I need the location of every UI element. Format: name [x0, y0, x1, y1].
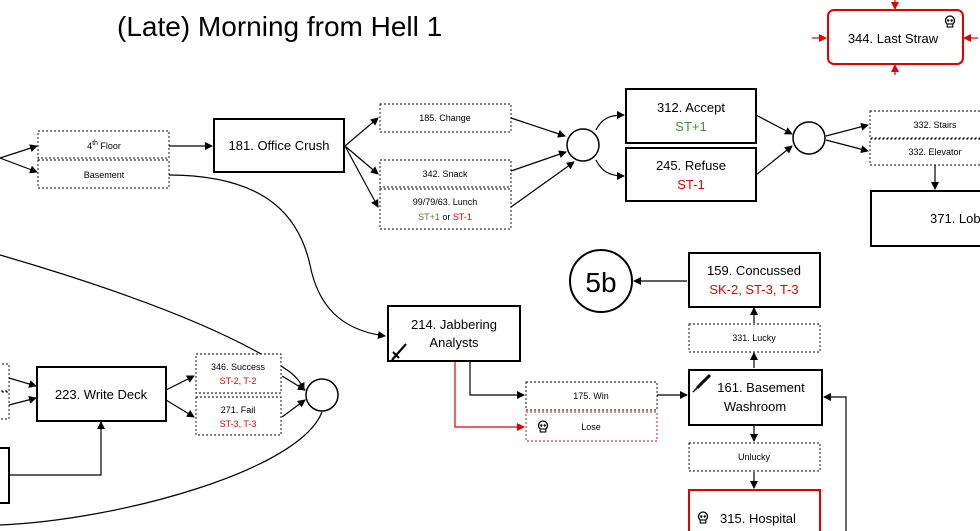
lucky-label: 331. Lucky	[732, 333, 776, 343]
edge-junction2-to-stairs	[825, 122, 869, 137]
junction-node	[305, 378, 339, 412]
edge-junction-to-accept	[595, 111, 625, 131]
elevator-label: 332. Elevator	[908, 147, 961, 157]
success-stat: ST-2, T-2	[220, 376, 257, 386]
accept-stat: ST+1	[675, 119, 706, 134]
concussed-stat: SK-2, ST-3, T-3	[709, 282, 798, 297]
basement-label: Basement	[84, 170, 125, 180]
lobby-label: 371. Lobby	[930, 211, 980, 226]
office-crush-label: 181. Office Crush	[229, 138, 330, 153]
edge-bottom-to-write-deck	[9, 421, 105, 476]
jabbering-label-line2: Analysts	[429, 335, 479, 350]
edge-office-to-change	[344, 117, 379, 147]
node-basement-washroom[interactable]: 161. Basement Washroom	[688, 369, 823, 426]
node-4th-floor[interactable]: 4th Floor	[37, 130, 170, 159]
junction-node	[792, 121, 826, 155]
node-unlucky[interactable]: Unlucky	[688, 442, 821, 472]
node-fail[interactable]: 271. Fail ST-3, T-3	[195, 396, 282, 436]
edge-left-to-write-deck-b	[8, 395, 37, 406]
4th-floor-label: 4th Floor	[87, 140, 121, 151]
node-office-crush[interactable]: 181. Office Crush	[213, 118, 345, 173]
washroom-label-line2: Washroom	[724, 399, 786, 414]
fail-label: 271. Fail	[221, 405, 256, 415]
partial-box-left-bottom	[0, 447, 10, 504]
refuse-label: 245. Refuse	[656, 158, 726, 173]
node-jabbering-analysts[interactable]: 214. Jabbering Analysts	[387, 305, 521, 362]
win-label: 175. Win	[573, 391, 609, 401]
partial-box-left	[0, 363, 10, 392]
skull-icon	[944, 15, 956, 28]
node-refuse[interactable]: 245. Refuse ST-1	[625, 147, 757, 202]
change-label: 185. Change	[419, 113, 471, 123]
pen-icon	[692, 373, 712, 393]
edge-write-deck-to-success	[165, 375, 195, 391]
node-hospital[interactable]: 315. Hospital	[688, 489, 821, 531]
node-change[interactable]: 185. Change	[379, 103, 512, 133]
partial-box-left	[0, 391, 10, 420]
node-snack[interactable]: 342. Snack	[379, 159, 512, 188]
edge-office-to-lunch	[344, 145, 379, 208]
edge-fail-to-junction3	[281, 399, 306, 418]
unlucky-label: Unlucky	[738, 452, 771, 462]
write-deck-label: 223. Write Deck	[55, 387, 148, 402]
node-lose[interactable]: Lose	[525, 411, 658, 442]
skull-icon	[697, 511, 709, 524]
lose-label: Lose	[581, 422, 601, 432]
edge-write-deck-to-fail	[165, 399, 195, 418]
edge-left-to-4th-floor	[0, 144, 38, 159]
lunch-label: 99/79/63. Lunch	[413, 197, 478, 207]
node-stairs[interactable]: 332. Stairs	[869, 110, 980, 139]
success-label: 346. Success	[211, 362, 266, 372]
node-success[interactable]: 346. Success ST-2, T-2	[195, 353, 282, 394]
stairs-label: 332. Stairs	[913, 120, 957, 130]
fail-stat: ST-3, T-3	[220, 419, 257, 429]
node-write-deck[interactable]: 223. Write Deck	[36, 366, 167, 422]
edge-change-to-junction	[510, 117, 566, 138]
edge-right-into-washroom	[823, 393, 847, 531]
edge-left-to-basement	[0, 157, 38, 174]
hospital-label: 315. Hospital	[720, 511, 796, 526]
last-straw-label: 344. Last Straw	[848, 31, 939, 46]
snack-label: 342. Snack	[422, 169, 468, 179]
edge-junction-to-refuse	[595, 159, 625, 180]
sword-icon	[391, 343, 407, 361]
edge-office-to-snack	[344, 145, 379, 175]
edge-left-curve-to-junction3	[0, 254, 305, 391]
node-basement[interactable]: Basement	[37, 159, 170, 189]
node-concussed[interactable]: 159. Concussed SK-2, ST-3, T-3	[688, 252, 821, 308]
edge-refuse-to-junction2	[755, 145, 793, 176]
chapter-5b-label: 5b	[585, 267, 616, 298]
jabbering-label-line1: 214. Jabbering	[411, 317, 497, 332]
node-elevator[interactable]: 332. Elevator	[869, 138, 980, 166]
concussed-label: 159. Concussed	[707, 263, 801, 278]
lunch-stat: ST+1 or ST-1	[418, 212, 472, 222]
node-accept[interactable]: 312. Accept ST+1	[625, 88, 757, 144]
edge-accept-to-junction2	[755, 114, 793, 135]
edge-basement-to-jabbering	[167, 174, 386, 340]
edge-left-to-write-deck-a	[8, 377, 37, 388]
node-lucky[interactable]: 331. Lucky	[688, 323, 821, 353]
washroom-label-line1: 161. Basement	[717, 380, 805, 395]
refuse-stat: ST-1	[677, 177, 704, 192]
node-chapter-5b[interactable]: 5b	[569, 249, 633, 313]
edge-bottom-curve	[0, 411, 323, 526]
diagram-title: (Late) Morning from Hell 1	[117, 11, 442, 42]
edge-junction2-to-elevator	[825, 139, 869, 154]
edge-jabbering-to-win	[469, 362, 525, 399]
edge-jabbering-to-lose	[454, 362, 525, 431]
node-lunch[interactable]: 99/79/63. Lunch ST+1 or ST-1	[379, 188, 512, 230]
junction-node	[566, 128, 600, 162]
edge-snack-to-junction	[510, 150, 567, 172]
edge-lunch-to-junction	[510, 161, 575, 208]
node-win[interactable]: 175. Win	[525, 381, 658, 411]
accept-label: 312. Accept	[657, 100, 725, 115]
edge-success-to-junction3	[281, 375, 306, 391]
node-last-straw[interactable]: 344. Last Straw	[827, 9, 964, 65]
node-lobby[interactable]: 371. Lobby	[870, 190, 980, 247]
skull-icon	[537, 420, 549, 433]
